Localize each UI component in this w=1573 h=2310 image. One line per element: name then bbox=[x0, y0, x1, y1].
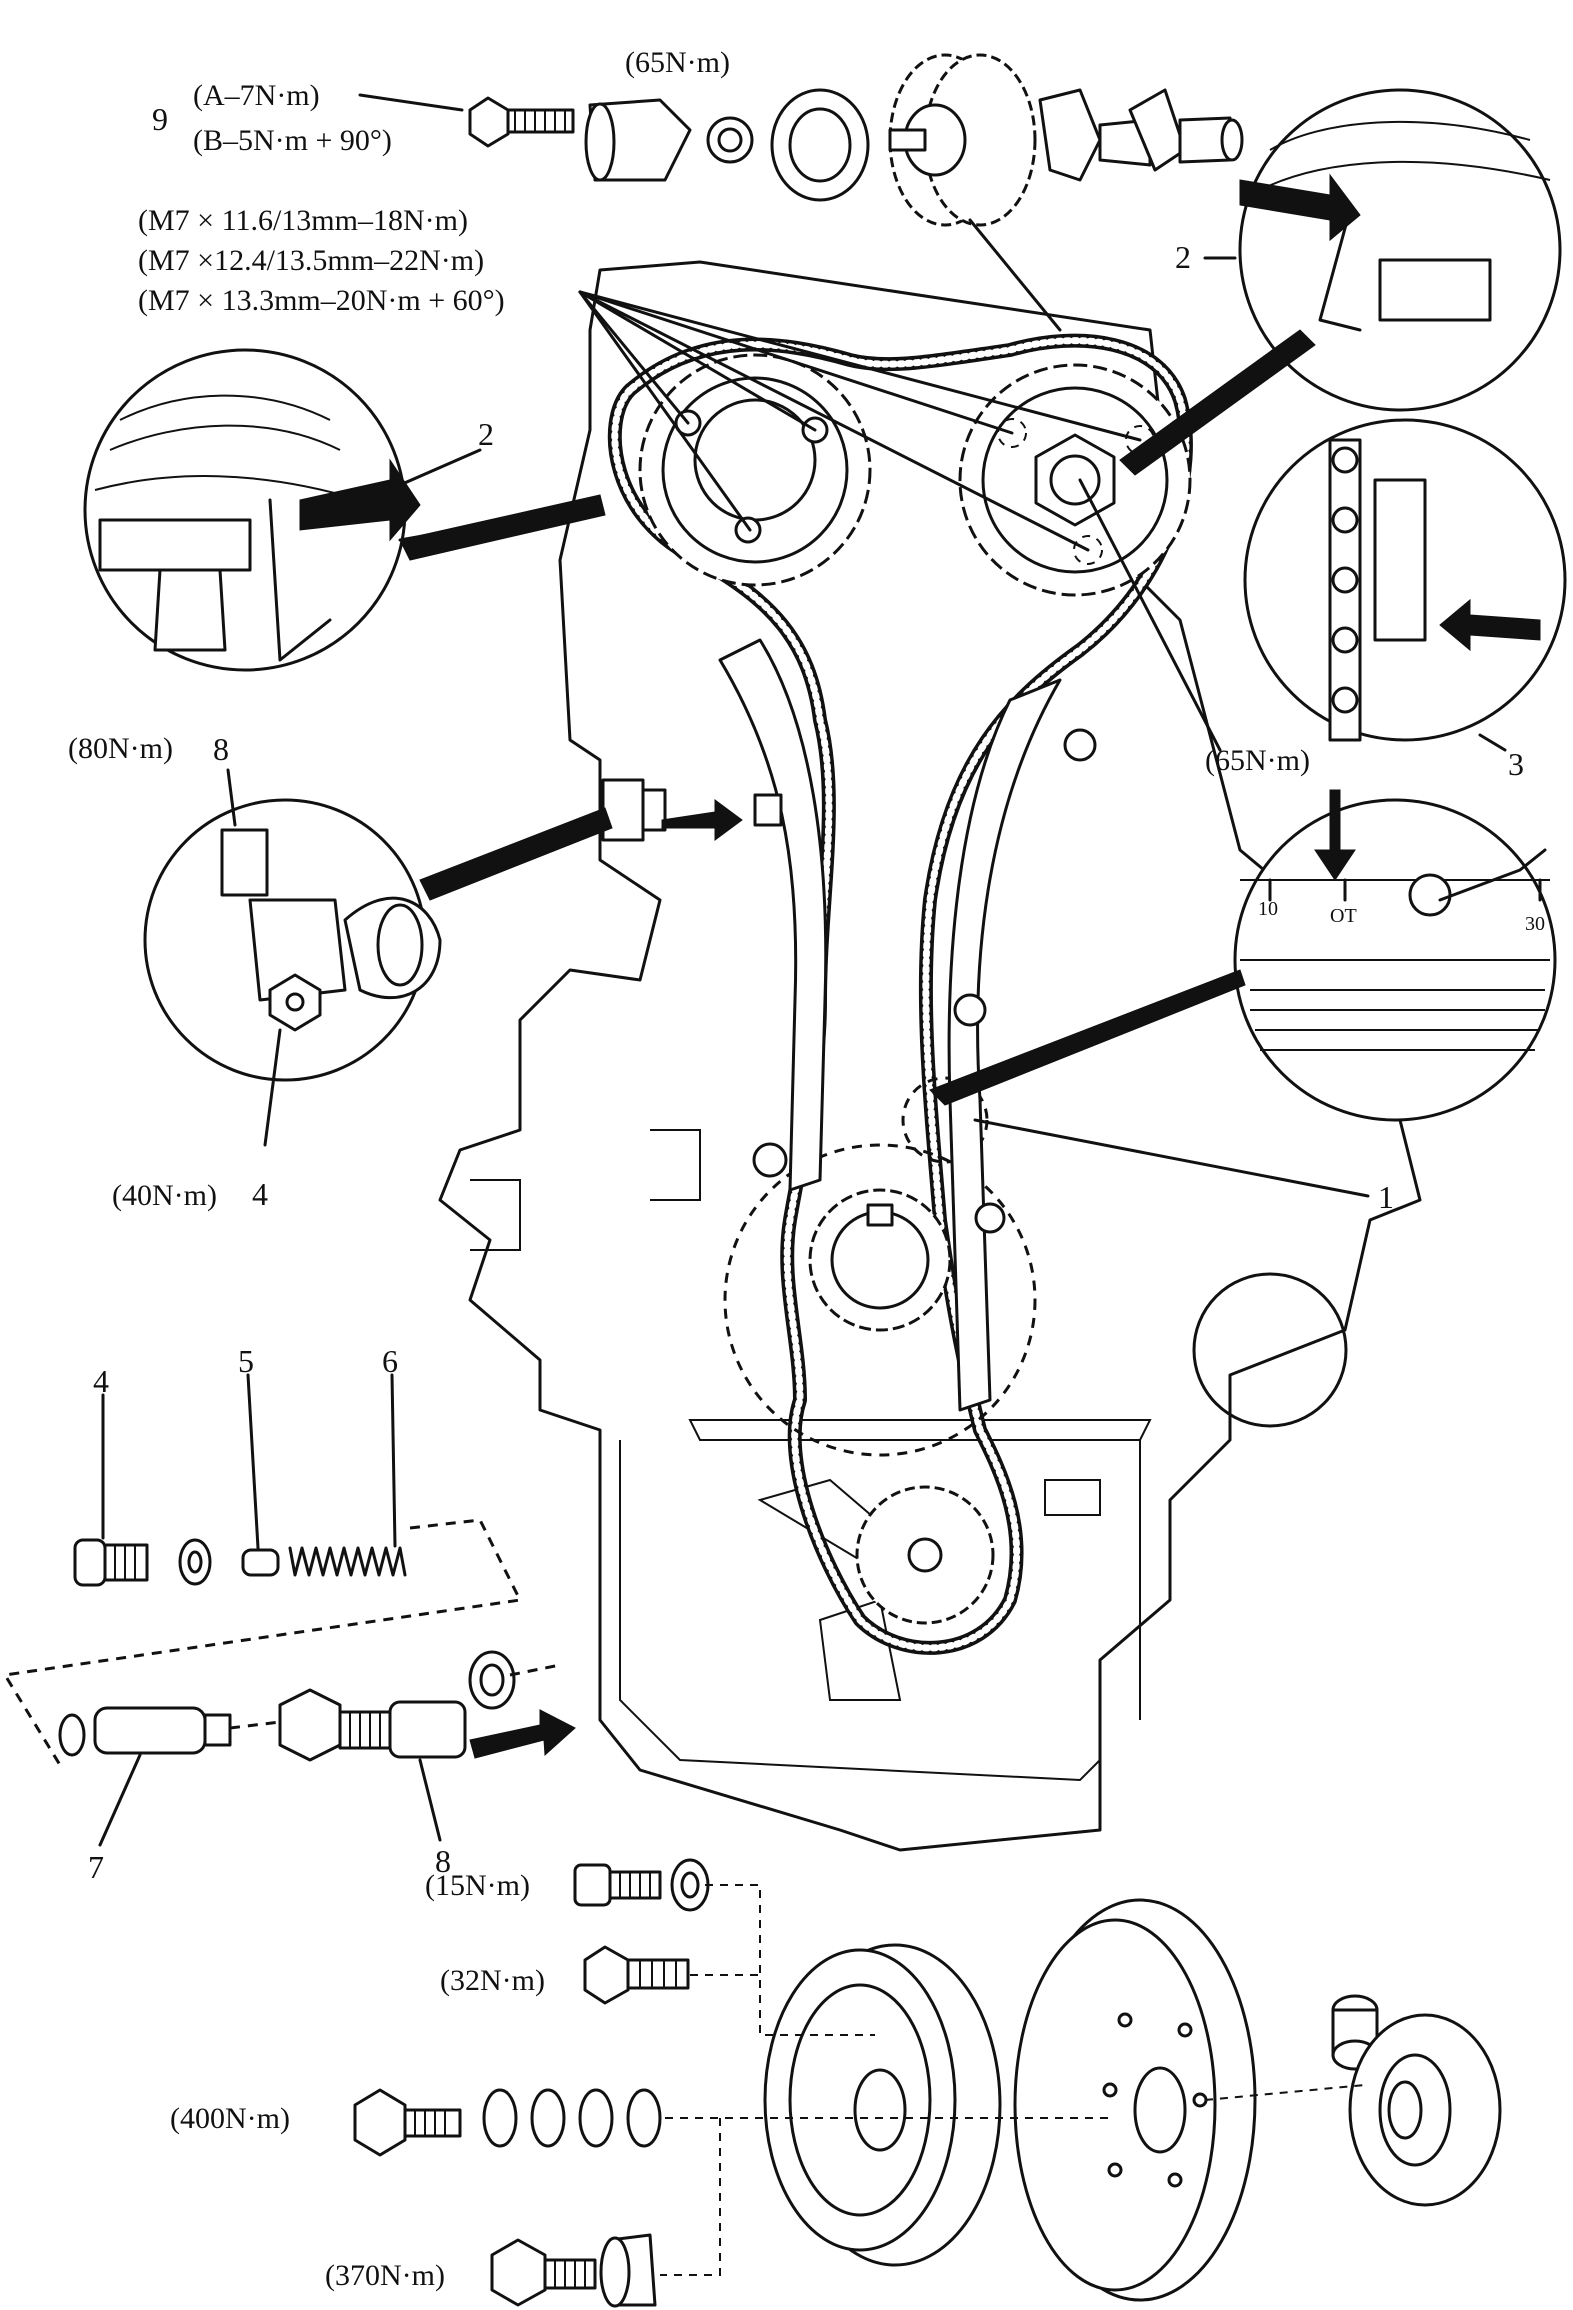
detail-circle-chain-link bbox=[1243, 418, 1567, 752]
timing-tick-10: 10 bbox=[1258, 898, 1278, 920]
cam-bolt-leaders bbox=[578, 290, 1222, 752]
chain-guide-right bbox=[752, 678, 1097, 1412]
labels: 9 (A–7N·m) (B–5N·m + 90°) (65N·m) (M7 × … bbox=[68, 46, 1545, 2292]
camshaft-exploded-parts bbox=[358, 53, 1244, 332]
torque-crank-400: (400N·m) bbox=[170, 2102, 290, 2135]
torque-pulley-32: (32N·m) bbox=[440, 1964, 545, 1997]
engine-block-outline bbox=[438, 260, 1422, 1852]
callout-8-parts: 8 bbox=[435, 1843, 451, 1879]
torque-crank-370: (370N·m) bbox=[325, 2259, 445, 2292]
torque-cam-gear-bolt: (65N·m) bbox=[1205, 744, 1310, 777]
torque-pulley-15: (15N·m) bbox=[425, 1869, 530, 1902]
timing-tick-30: 30 bbox=[1525, 913, 1545, 935]
callout-3: 3 bbox=[1508, 746, 1524, 782]
callout-4-parts: 4 bbox=[93, 1363, 109, 1399]
torque-camshaft-top: (65N·m) bbox=[625, 46, 730, 79]
callout-8-detail: 8 bbox=[213, 731, 229, 767]
crankshaft-sprocket bbox=[723, 1076, 1037, 1457]
detail-circle-chain-guide-right bbox=[1119, 88, 1562, 476]
callout-4-detail: 4 bbox=[252, 1176, 268, 1212]
callout-9: 9 bbox=[152, 101, 168, 137]
callout-7: 7 bbox=[88, 1849, 104, 1885]
timing-tick-ot: OT bbox=[1330, 905, 1357, 927]
detail-circle-chain-guide-left bbox=[83, 348, 606, 672]
callout-6: 6 bbox=[382, 1343, 398, 1379]
torque-tensioner-body: (80N·m) bbox=[68, 732, 173, 765]
torque-tensioner-plug: (40N·m) bbox=[112, 1179, 217, 1212]
torque-cam-bolts-1: (M7 × 11.6/13mm–18N·m) bbox=[138, 204, 468, 237]
callout-1: 1 bbox=[1378, 1179, 1394, 1215]
callout-2-right: 2 bbox=[1175, 239, 1191, 275]
torque-bolt9-a: (A–7N·m) bbox=[193, 79, 320, 112]
oil-pump-sprocket bbox=[855, 1485, 995, 1625]
leader-1 bbox=[973, 1118, 1370, 1198]
tensioner-on-block bbox=[601, 778, 783, 842]
tensioner-exploded-parts bbox=[2, 1373, 576, 1847]
torque-bolt9-b: (B–5N·m + 90°) bbox=[193, 124, 392, 157]
timing-chain bbox=[607, 333, 1193, 1655]
torque-cam-bolts-2: (M7 ×12.4/13.5mm–22N·m) bbox=[138, 244, 484, 277]
callout-2-left: 2 bbox=[478, 416, 494, 452]
camshaft-sprocket-right bbox=[958, 363, 1192, 597]
torque-cam-bolts-3: (M7 × 13.3mm–20N·m + 60°) bbox=[138, 284, 505, 317]
camshaft-sprocket-left bbox=[638, 353, 872, 587]
detail-circle-timing-mark bbox=[929, 789, 1557, 1122]
chain-guide-left bbox=[718, 638, 828, 1192]
callout-5: 5 bbox=[238, 1343, 254, 1379]
detail-circle-tensioner bbox=[143, 768, 613, 1147]
pulley-assembly bbox=[353, 1858, 1502, 2308]
